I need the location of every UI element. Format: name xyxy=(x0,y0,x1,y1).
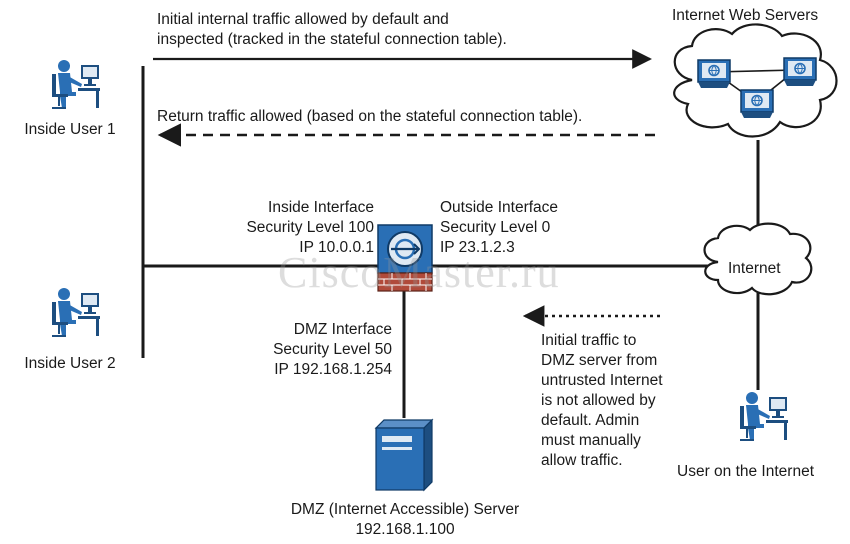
dmz-note-label: Initial traffic to DMZ server from untru… xyxy=(541,332,663,469)
web-server-icon xyxy=(783,57,817,87)
internet-cloud-label: Internet xyxy=(728,260,781,277)
watermark-text: CiscoMaster.ru xyxy=(278,248,560,297)
inside-user-1-label: Inside User 1 xyxy=(24,121,116,138)
user-on-internet-label: User on the Internet xyxy=(677,463,814,480)
internet-cloud-icon xyxy=(703,222,813,296)
firewall-icon xyxy=(377,224,433,292)
inside-user-2-label: Inside User 2 xyxy=(24,355,116,372)
inside-user-1-icon xyxy=(51,59,101,109)
outside-interface-label: Outside Interface Security Level 0 IP 23… xyxy=(440,199,559,256)
web-server-icon xyxy=(697,59,731,89)
inside-user-2-icon xyxy=(51,287,101,337)
web-server-icon xyxy=(740,89,774,119)
server-tower-icon xyxy=(374,418,434,492)
dmz-interface-label: DMZ Interface Security Level 50 IP 192.1… xyxy=(273,321,392,378)
internet-web-servers-cloud-icon xyxy=(673,23,838,138)
dmz-server-label: DMZ (Internet Accessible) Server 192.168… xyxy=(290,501,520,538)
internet-web-servers-label: Internet Web Servers xyxy=(672,7,819,24)
return-traffic-label: Return traffic allowed (based on the sta… xyxy=(157,108,583,125)
internet-user-icon xyxy=(739,391,789,441)
inside-interface-label: Inside Interface Security Level 100 IP 1… xyxy=(246,199,374,256)
initial-traffic-label: Initial internal traffic allowed by defa… xyxy=(157,11,507,48)
